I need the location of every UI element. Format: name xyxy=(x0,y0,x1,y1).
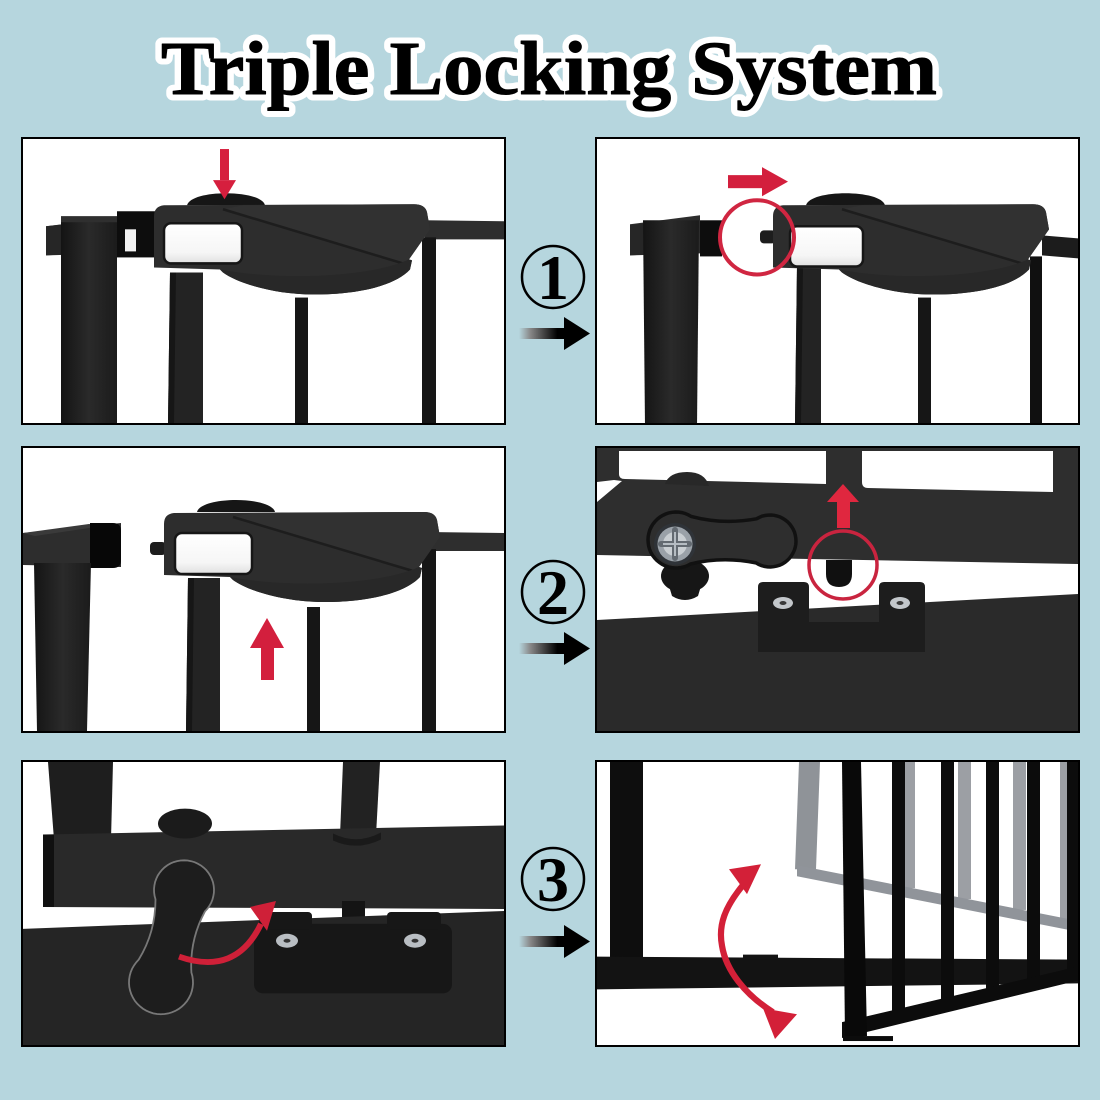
svg-text:1: 1 xyxy=(537,242,569,313)
svg-text:3: 3 xyxy=(537,844,569,915)
svg-text:2: 2 xyxy=(537,557,569,628)
svg-text:Triple Locking System: Triple Locking System xyxy=(161,27,937,111)
svg-text:Triple Locking System: Triple Locking System xyxy=(161,27,937,111)
